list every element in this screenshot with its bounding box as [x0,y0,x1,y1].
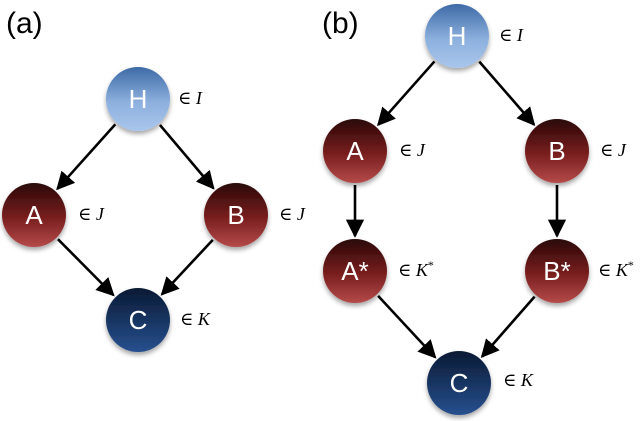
element-of-symbol: ∈ [398,260,411,280]
element-of-symbol: ∈ [600,140,613,160]
set-membership: ∈ J [279,204,306,224]
set-membership: ∈ K [503,370,534,390]
panel-a-edges [56,123,215,297]
set-membership: ∈ K* [398,258,434,280]
set-name: J [297,204,306,224]
element-of-symbol: ∈ [78,204,91,224]
node-label: B [227,200,244,230]
set-membership: ∈ I [499,25,524,45]
element-of-symbol: ∈ [503,370,516,390]
node-circle [2,183,66,247]
node-circle [427,351,491,415]
node-circle [204,183,268,247]
set-membership: ∈ J [600,140,627,160]
panel-a: (a) H ∈ I A ∈ J B ∈ J C ∈ K [2,7,306,352]
element-of-symbol: ∈ [180,309,193,329]
node-circle [425,4,489,68]
node-C: C ∈ K [106,288,211,352]
edge-arrow-H-to-B [478,60,536,126]
set-name: J [96,204,105,224]
node-label: H [129,84,148,114]
set-membership: ∈ I [178,88,203,108]
node-circle [525,239,589,303]
node-B-star: B* ∈ K* [525,239,634,303]
element-of-symbol: ∈ [399,140,412,160]
edge-arrow-H-to-B [158,124,215,190]
element-of-symbol: ∈ [279,204,292,224]
set-membership: ∈ J [399,140,426,160]
panel-label-b: (b) [322,7,359,40]
node-label: A [346,136,364,166]
node-circle [323,239,387,303]
node-label: A [25,200,43,230]
node-A-star: A* ∈ K* [323,239,434,303]
node-C: C ∈ K [427,351,534,415]
node-label: H [448,21,467,51]
node-label: B [548,136,565,166]
set-name: K [415,260,429,280]
edge-arrow-A-to-C [57,238,115,297]
node-B: B ∈ J [204,183,306,247]
node-label: B* [543,256,570,286]
set-membership: ∈ K* [598,258,634,280]
element-of-symbol: ∈ [598,260,611,280]
node-A: A ∈ J [323,119,426,183]
node-circle [323,119,387,183]
edge-arrow-A-star-to-C [377,295,437,359]
node-label: C [450,368,469,398]
node-label: A* [341,256,368,286]
set-superscript: * [428,258,434,272]
node-H: H ∈ I [425,4,524,68]
set-name: K [520,370,534,390]
panel-b: (b) H ∈ I A ∈ J B ∈ J A* ∈ K* B* ∈ K* [322,4,634,415]
node-H: H ∈ I [106,67,203,131]
set-name: K [615,260,629,280]
set-name: J [417,140,426,160]
element-of-symbol: ∈ [178,88,191,108]
node-circle [106,288,170,352]
set-name: I [195,88,203,108]
panel-label-a: (a) [6,7,43,40]
set-name: I [516,25,524,45]
set-name: K [197,309,211,329]
set-membership: ∈ K [180,309,211,329]
set-name: J [618,140,627,160]
set-membership: ∈ J [78,204,105,224]
node-circle [525,119,589,183]
node-label: C [129,305,148,335]
edge-arrow-H-to-A [377,60,436,127]
node-A: A ∈ J [2,183,105,247]
edge-arrow-B-to-C [160,238,214,296]
panel-b-edges [345,60,567,359]
edge-arrow-B-star-to-C [480,295,536,359]
node-B: B ∈ J [525,119,627,183]
set-superscript: * [628,258,634,272]
edge-arrow-H-to-A [56,123,117,191]
node-circle [106,67,170,131]
element-of-symbol: ∈ [499,25,512,45]
